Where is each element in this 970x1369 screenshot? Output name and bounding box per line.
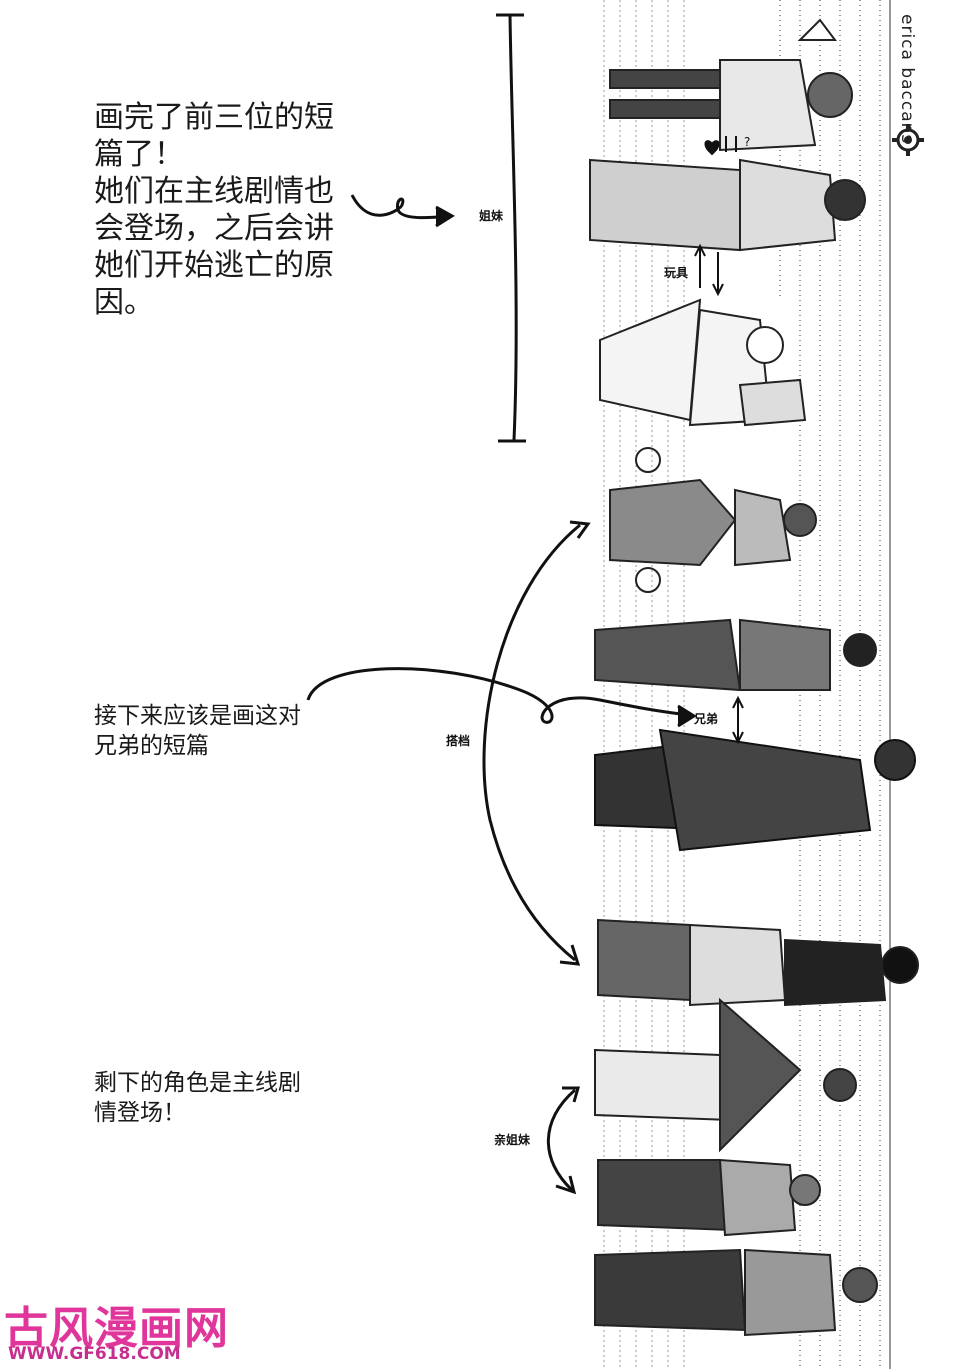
note-first-three-shorts: 画完了前三位的短 篇了！ 她们在主线剧情也 会登场，之后会讲 她们开始逃亡的原 … <box>94 100 334 320</box>
watermark-title: 古风漫画网 <box>4 1303 229 1354</box>
figure-5 <box>594 618 877 692</box>
question-mark: ? <box>744 135 751 149</box>
figure-9 <box>597 1158 821 1237</box>
figure-7 <box>597 918 919 1007</box>
figure-1 <box>609 18 853 152</box>
gear-logo-icon <box>892 124 924 156</box>
figure-3 <box>599 298 807 427</box>
heart-arrows <box>704 136 737 156</box>
figure-6 <box>594 728 916 852</box>
partners-arrow <box>482 520 591 966</box>
height-guide-lines <box>603 0 685 1369</box>
arrow-to-sisters <box>350 194 455 228</box>
tag-brothers: 兄弟 <box>694 712 719 726</box>
figure-10 <box>594 1248 878 1337</box>
figure-2 <box>589 158 866 252</box>
brothers-arrows <box>732 695 744 745</box>
tag-sisters: 姐妹 <box>479 209 504 223</box>
note-brothers-next: 接下来应该是画这对 兄弟的短篇 <box>94 703 301 759</box>
height-guide-lines-right <box>779 0 891 1369</box>
tag-toys: 玩具 <box>664 266 689 280</box>
figure-8 <box>594 997 857 1153</box>
sisters-bracket <box>496 13 526 443</box>
tag-partners: 搭档 <box>446 734 471 748</box>
arrow-to-brothers <box>306 667 697 728</box>
toys-arrows <box>694 243 724 297</box>
note-remaining-characters: 剩下的角色是主线剧 情登场！ <box>94 1070 301 1126</box>
watermark-url: WWW.GF618.COM <box>8 1344 181 1364</box>
tag-real-sisters: 亲姐妹 <box>494 1133 531 1147</box>
figure-4 <box>609 447 817 593</box>
real-sisters-arrow <box>546 1086 580 1195</box>
